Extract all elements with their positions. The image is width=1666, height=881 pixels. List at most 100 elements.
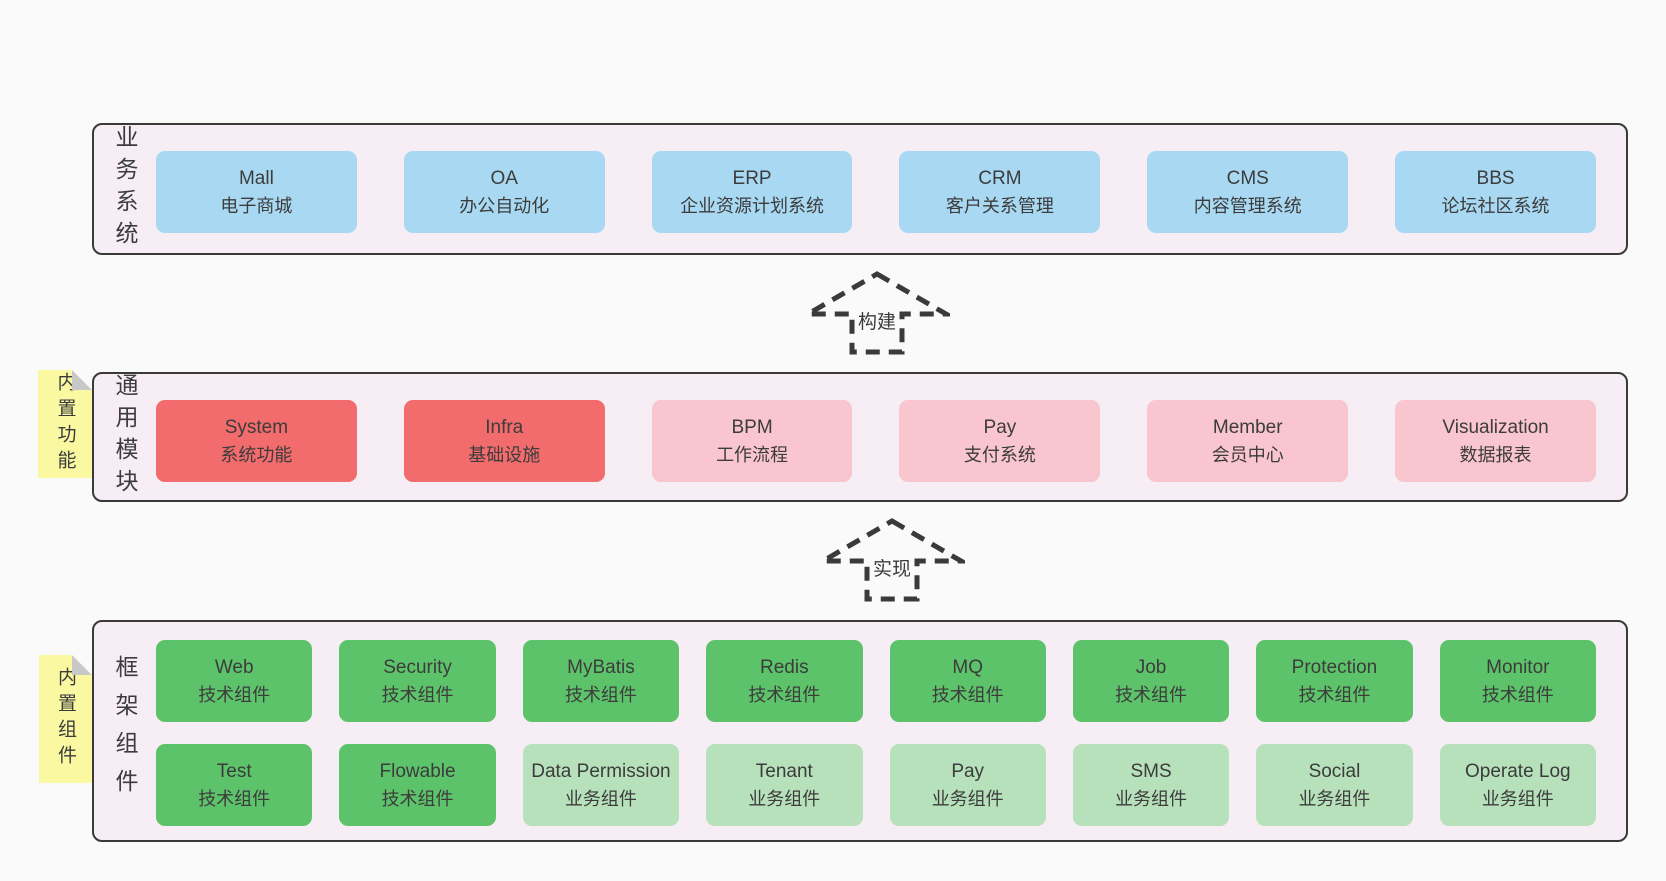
box-erp: ERP 企业资源计划系统 — [651, 151, 853, 233]
box-member: Member 会员中心 — [1147, 400, 1349, 482]
box-test: Test 技术组件 — [156, 744, 313, 826]
band-common-modules: 通用模块 System 系统功能 Infra 基础设施 BPM 工作流程 Pay… — [92, 372, 1628, 502]
box-job-name: Job — [1135, 657, 1167, 679]
box-system-desc: 系统功能 — [220, 444, 293, 465]
box-sms-name: SMS — [1130, 761, 1172, 783]
box-social: Social 业务组件 — [1256, 744, 1413, 826]
box-mq-name: MQ — [952, 657, 983, 679]
box-social-desc: 业务组件 — [1298, 788, 1371, 809]
box-oa: OA 办公自动化 — [403, 151, 605, 233]
sticky-note-builtin-features-label: 内置功能 — [54, 372, 76, 476]
box-pay-module-desc: 支付系统 — [963, 444, 1036, 465]
box-system-name: System — [224, 417, 289, 439]
box-pay-module-name: Pay — [983, 417, 1017, 439]
box-flowable-name: Flowable — [379, 761, 456, 783]
dashed-up-arrow-shape — [804, 271, 950, 355]
box-monitor: Monitor 技术组件 — [1439, 640, 1596, 722]
box-flowable-desc: 技术组件 — [381, 788, 454, 809]
box-web-name: Web — [214, 657, 254, 679]
box-mq-desc: 技术组件 — [931, 684, 1004, 705]
box-pay-module: Pay 支付系统 — [899, 400, 1101, 482]
box-pay-component-desc: 业务组件 — [931, 788, 1004, 809]
box-tenant-desc: 业务组件 — [748, 788, 821, 809]
box-protection-name: Protection — [1291, 657, 1378, 679]
box-job-desc: 技术组件 — [1115, 684, 1188, 705]
band-business-systems: 业务系统 Mall 电子商城 OA 办公自动化 ERP 企业资源计划系统 CRM… — [92, 123, 1628, 255]
box-visualization: Visualization 数据报表 — [1395, 400, 1596, 482]
box-visualization-desc: 数据报表 — [1459, 444, 1532, 465]
box-redis-desc: 技术组件 — [748, 684, 821, 705]
box-protection: Protection 技术组件 — [1256, 640, 1413, 722]
box-flowable: Flowable 技术组件 — [339, 744, 496, 826]
box-mybatis: MyBatis 技术组件 — [522, 640, 680, 722]
common-modules-row: System 系统功能 Infra 基础设施 BPM 工作流程 Pay 支付系统… — [156, 400, 1596, 482]
box-web: Web 技术组件 — [156, 640, 313, 722]
box-erp-name: ERP — [732, 168, 772, 190]
box-infra: Infra 基础设施 — [403, 400, 605, 482]
up-arrow-build-icon: 构建 — [804, 270, 950, 356]
box-social-name: Social — [1308, 761, 1361, 783]
arrow-implement-label: 实现 — [869, 553, 915, 582]
box-data-permission: Data Permission 业务组件 — [522, 744, 680, 826]
band-framework-components-label: 框架组件 — [112, 655, 138, 807]
band-business-systems-label: 业务系统 — [112, 125, 138, 253]
box-erp-desc: 企业资源计划系统 — [680, 195, 825, 216]
box-bpm: BPM 工作流程 — [651, 400, 853, 482]
box-pay-component: Pay 业务组件 — [889, 744, 1046, 826]
box-oa-name: OA — [490, 168, 518, 190]
business-systems-row: Mall 电子商城 OA 办公自动化 ERP 企业资源计划系统 CRM 客户关系… — [156, 151, 1596, 233]
box-security-desc: 技术组件 — [381, 684, 454, 705]
box-test-name: Test — [216, 761, 252, 783]
box-monitor-desc: 技术组件 — [1481, 684, 1554, 705]
box-redis-name: Redis — [760, 657, 809, 679]
box-bpm-name: BPM — [731, 417, 773, 439]
sticky-note-builtin-features: 内置功能 — [38, 370, 92, 478]
box-bpm-desc: 工作流程 — [716, 444, 789, 465]
box-crm-name: CRM — [978, 168, 1022, 190]
box-infra-name: Infra — [485, 417, 524, 439]
box-mybatis-desc: 技术组件 — [564, 684, 637, 705]
box-bbs-name: BBS — [1476, 168, 1515, 190]
band-framework-components: 框架组件 Web 技术组件 Security 技术组件 MyBatis 技术组件… — [92, 620, 1628, 842]
box-pay-component-name: Pay — [951, 761, 985, 783]
box-system: System 系统功能 — [156, 400, 357, 482]
box-oa-desc: 办公自动化 — [459, 195, 550, 216]
box-protection-desc: 技术组件 — [1298, 684, 1371, 705]
box-member-name: Member — [1212, 417, 1283, 439]
box-sms: SMS 业务组件 — [1072, 744, 1230, 826]
box-web-desc: 技术组件 — [198, 684, 271, 705]
box-operate-log-desc: 业务组件 — [1481, 788, 1554, 809]
box-mall-name: Mall — [238, 168, 274, 190]
box-crm-desc: 客户关系管理 — [945, 195, 1054, 216]
box-test-desc: 技术组件 — [198, 788, 271, 809]
box-sms-desc: 业务组件 — [1115, 788, 1188, 809]
box-infra-desc: 基础设施 — [468, 444, 541, 465]
box-security: Security 技术组件 — [339, 640, 496, 722]
box-mybatis-name: MyBatis — [567, 657, 635, 679]
sticky-note-builtin-components-label: 内置组件 — [55, 667, 76, 771]
box-tenant-name: Tenant — [755, 761, 813, 783]
box-redis: Redis 技术组件 — [706, 640, 863, 722]
box-visualization-name: Visualization — [1442, 417, 1549, 439]
box-member-desc: 会员中心 — [1211, 444, 1284, 465]
framework-components-row-2: Test 技术组件 Flowable 技术组件 Data Permission … — [156, 744, 1596, 826]
box-security-name: Security — [383, 657, 452, 679]
box-tenant: Tenant 业务组件 — [706, 744, 863, 826]
box-job: Job 技术组件 — [1072, 640, 1230, 722]
box-mall: Mall 电子商城 — [156, 151, 357, 233]
box-data-permission-name: Data Permission — [531, 761, 671, 783]
sticky-note-builtin-components: 内置组件 — [39, 655, 92, 783]
box-mall-desc: 电子商城 — [220, 195, 293, 216]
box-monitor-name: Monitor — [1486, 657, 1550, 679]
box-crm: CRM 客户关系管理 — [899, 151, 1101, 233]
box-cms-name: CMS — [1226, 168, 1269, 190]
framework-components-row-1: Web 技术组件 Security 技术组件 MyBatis 技术组件 Redi… — [156, 640, 1596, 722]
up-arrow-implement-icon: 实现 — [819, 517, 965, 603]
box-bbs-desc: 论坛社区系统 — [1441, 195, 1550, 216]
box-operate-log: Operate Log 业务组件 — [1439, 744, 1596, 826]
box-bbs: BBS 论坛社区系统 — [1395, 151, 1596, 233]
dashed-up-arrow-shape — [819, 518, 965, 602]
box-cms-desc: 内容管理系统 — [1193, 195, 1302, 216]
band-common-modules-label: 通用模块 — [112, 373, 138, 501]
box-data-permission-desc: 业务组件 — [564, 788, 637, 809]
